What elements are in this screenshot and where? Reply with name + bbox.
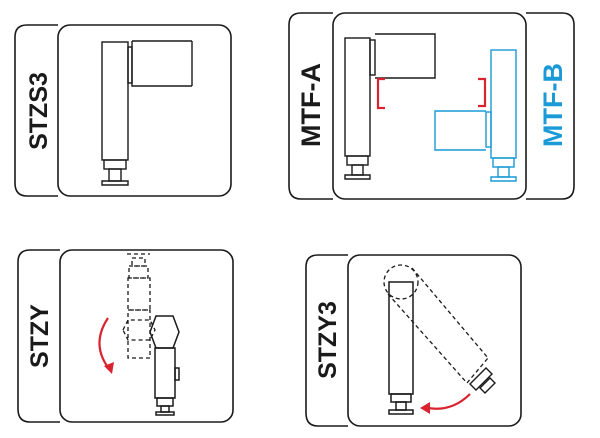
machine-drawing-b xyxy=(434,49,517,182)
machine-drawing xyxy=(101,40,193,186)
curved-arrow-icon xyxy=(427,393,471,410)
arrow-head xyxy=(420,402,430,414)
tilted-foot xyxy=(469,367,496,394)
tilted-arm-ghost xyxy=(383,264,489,384)
ghost-position xyxy=(122,253,156,359)
label-tab-outline xyxy=(305,254,348,427)
solid-position xyxy=(149,315,180,416)
label-tab-outline xyxy=(17,249,60,423)
label-tab-outline xyxy=(14,24,58,197)
bracket-left xyxy=(376,77,385,110)
panel-label-stzy3: STZY3 xyxy=(314,301,342,379)
arrow-head xyxy=(104,362,114,374)
vertical-column xyxy=(388,281,414,415)
panel-label-stzy: STZY xyxy=(26,304,54,368)
panel-mtf: MTF-A MTF-B xyxy=(288,12,575,200)
panel-stzy: STZY xyxy=(17,249,234,423)
panel-frame xyxy=(57,24,232,197)
panel-frame xyxy=(347,254,522,427)
panel-frame xyxy=(332,12,527,200)
panel-label-mtf-a: MTF-A xyxy=(296,63,326,147)
machine-drawing-a xyxy=(344,33,436,180)
panel-stzs3: STZS3 xyxy=(14,24,232,197)
curved-arrow-icon xyxy=(98,317,111,371)
label-tab-left-outline xyxy=(288,12,333,200)
bracket-right xyxy=(478,77,487,108)
panel-frame xyxy=(59,249,234,423)
panel-label-stzs3: STZS3 xyxy=(25,72,53,150)
panel-stzy3: STZY3 xyxy=(305,254,522,427)
label-tab-right-outline xyxy=(526,12,575,200)
panel-label-mtf-b: MTF-B xyxy=(538,63,568,147)
